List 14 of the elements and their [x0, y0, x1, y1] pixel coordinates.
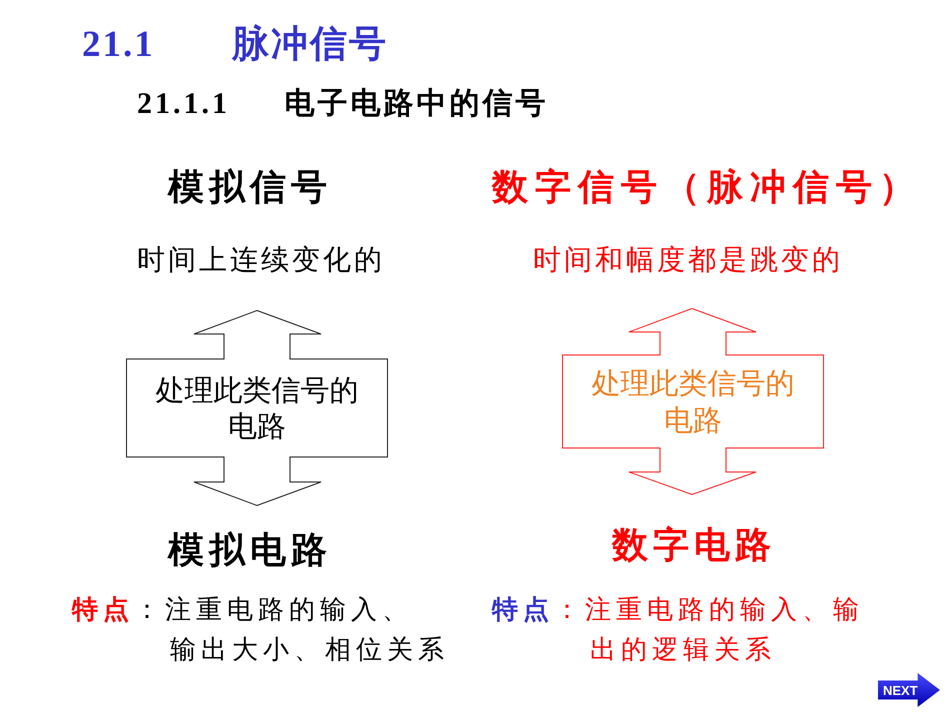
node-text: 处理此类信号的电路	[154, 372, 360, 444]
feature-note: 特点：注重电路的输入、输出的逻辑关系	[492, 594, 865, 667]
circuit-type-heading: 模拟电路	[168, 529, 332, 572]
node-text: 处理此类信号的电路	[590, 365, 796, 438]
column-heading: 数字信号（脉冲信号）	[492, 166, 922, 210]
double-arrow-shape	[562, 308, 824, 495]
next-button: NEXT	[878, 673, 940, 707]
signal-description: 时间和幅度都是跳变的	[533, 243, 843, 277]
double-arrow-shape	[126, 310, 388, 506]
column-heading: 模拟信号	[168, 166, 332, 210]
slide-title: 21.1 脉冲信号	[82, 23, 388, 67]
signal-description: 时间上连续变化的	[137, 243, 385, 277]
circuit-type-heading: 数字电路	[612, 524, 776, 568]
section-subtitle: 21.1.1 电子电路中的信号	[137, 86, 548, 122]
